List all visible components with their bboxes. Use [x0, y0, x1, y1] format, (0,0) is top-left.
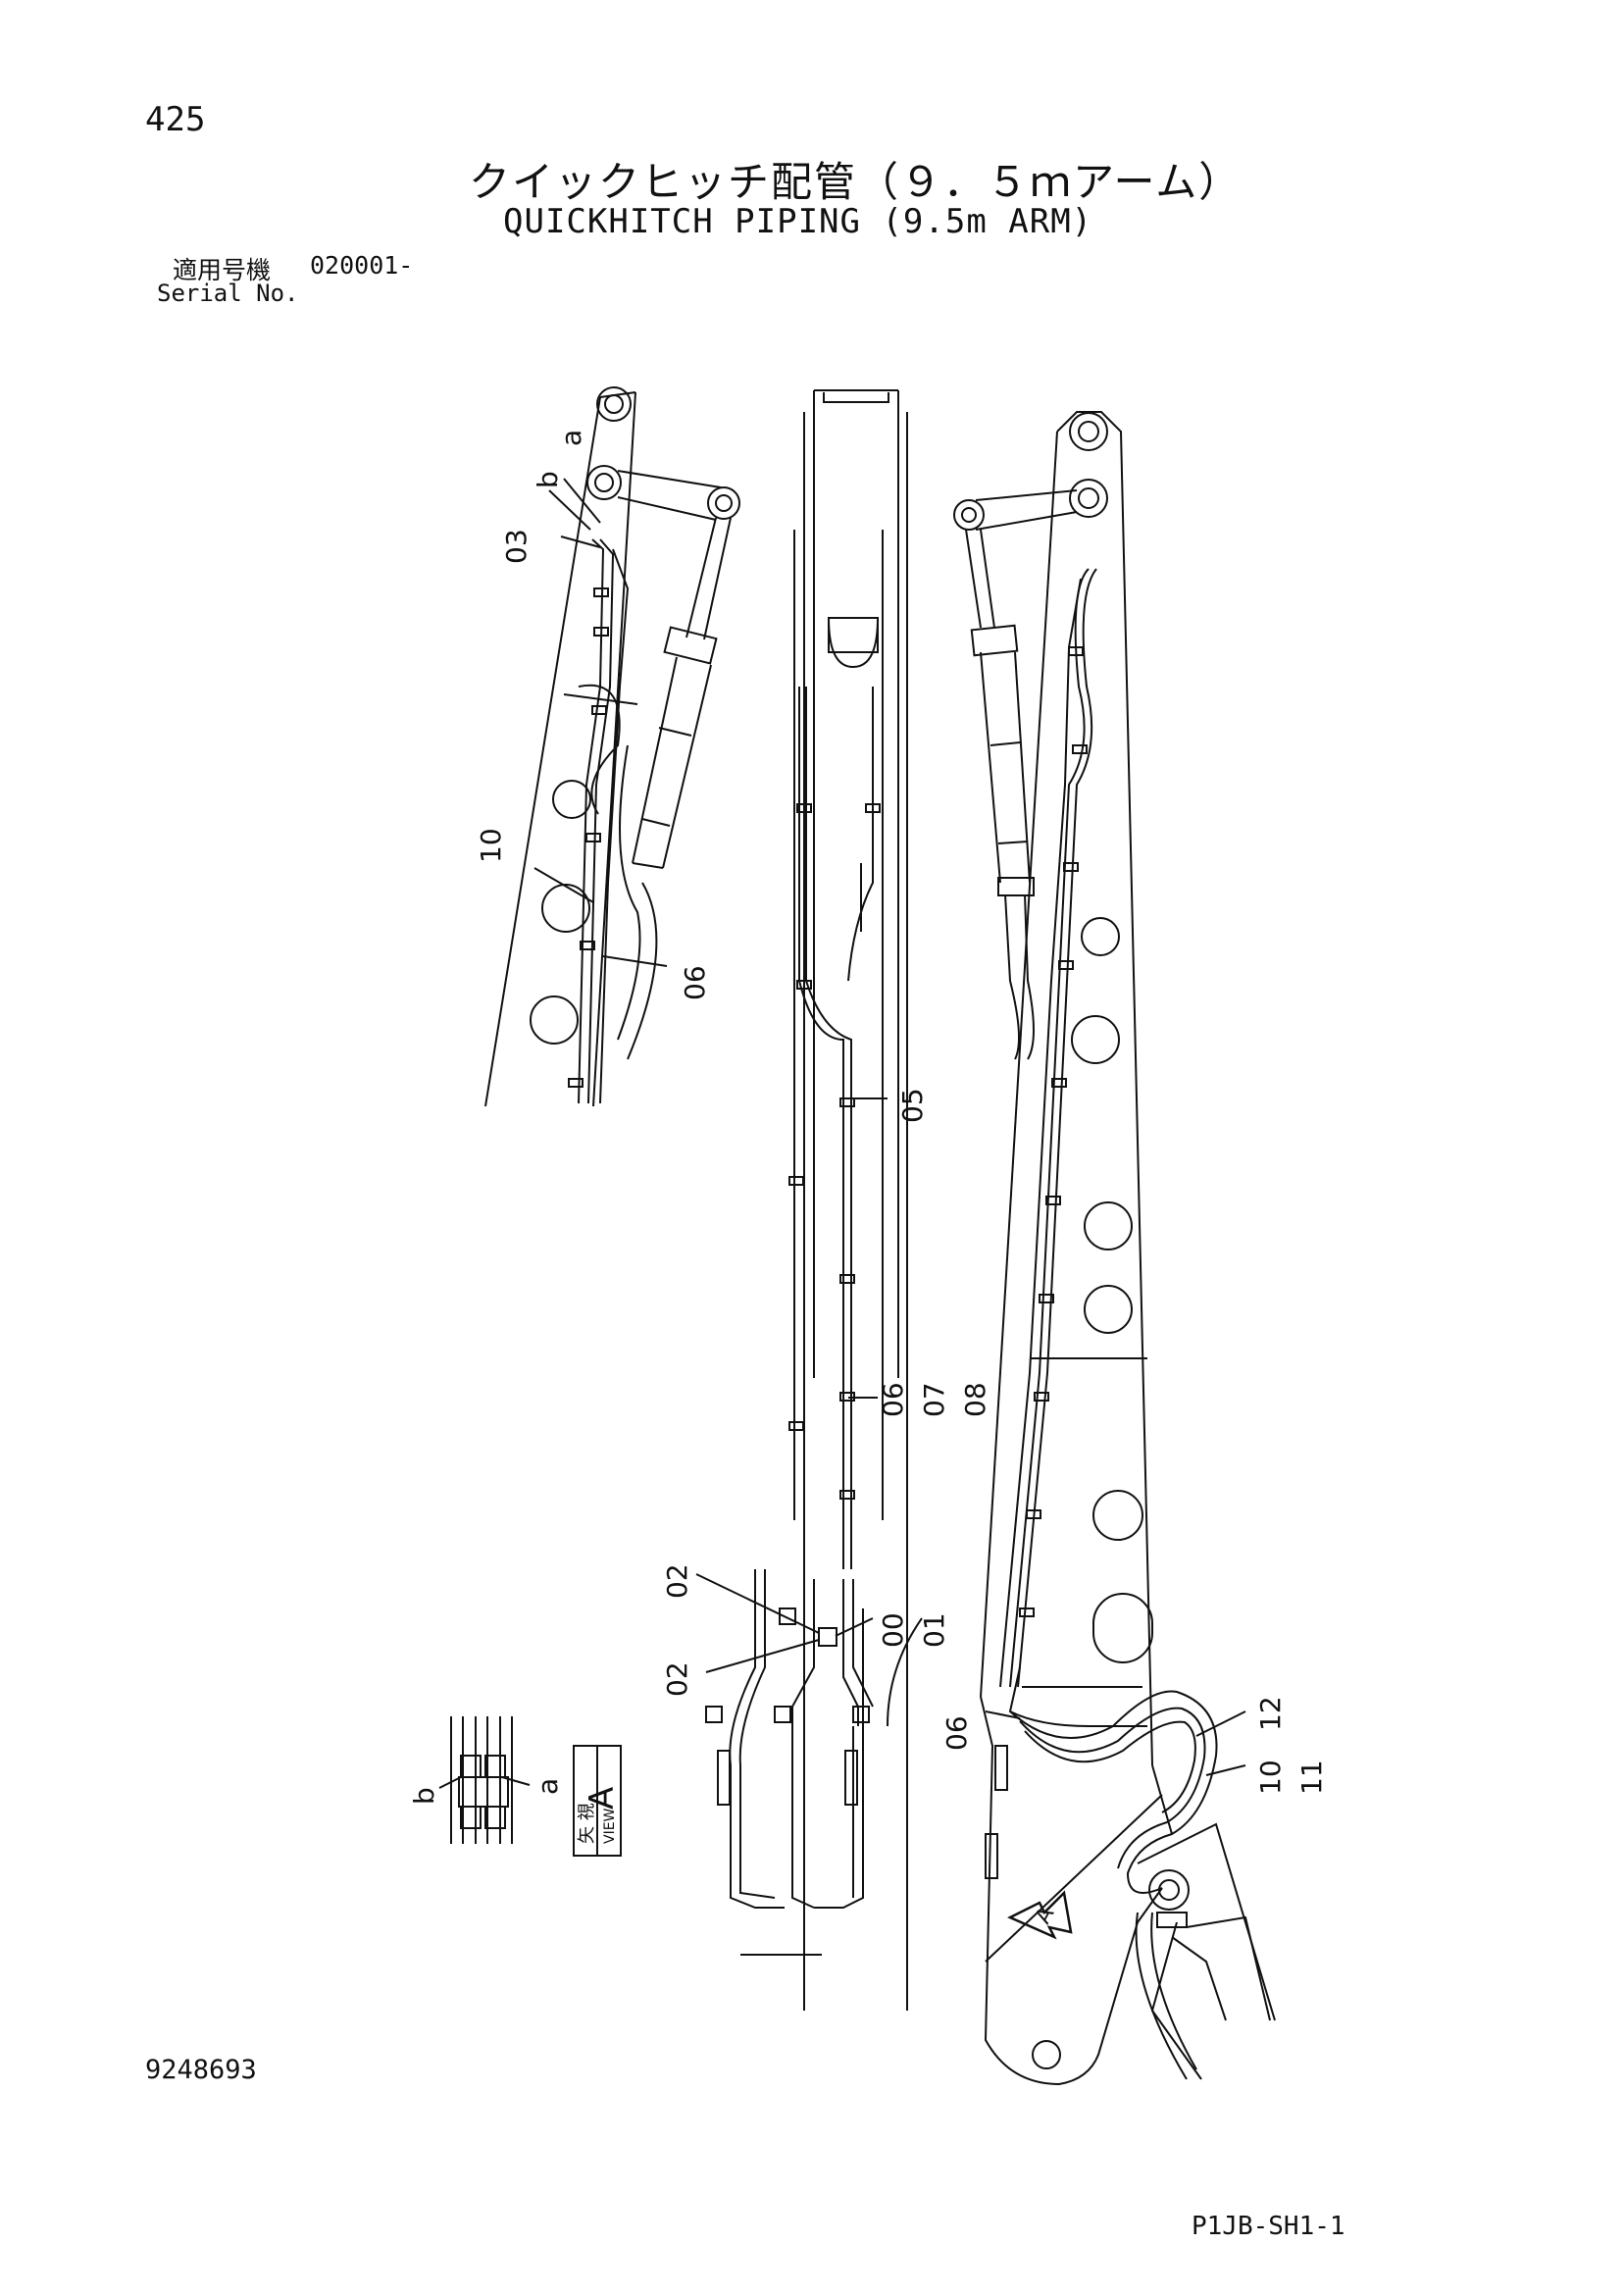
- view-box-en: VIEW: [602, 1808, 618, 1844]
- title-japanese: クイックヒッチ配管（９．５ｍアーム）: [469, 158, 1243, 206]
- serial-value: 020001-: [310, 251, 414, 280]
- callout-03: 03: [500, 529, 533, 564]
- callout-labels: a b 03 10 06 05 06 07 08 02 02 00 01 06 …: [408, 430, 1328, 1928]
- sheet-code: P1JB-SH1-1: [1192, 2212, 1345, 2241]
- callout-05: 05: [896, 1088, 929, 1123]
- callout-08-mid: 08: [959, 1382, 991, 1417]
- serial-label-english: Serial No.: [157, 280, 299, 307]
- view-a-detail: [438, 1716, 622, 1857]
- callout-01: 01: [918, 1612, 950, 1648]
- callout-02-bottom: 02: [661, 1661, 693, 1697]
- callout-12: 12: [1254, 1696, 1287, 1731]
- callout-11: 11: [1295, 1760, 1328, 1795]
- callout-06-mid: 06: [877, 1382, 909, 1417]
- title-english: QUICKHITCH PIPING (9.5m ARM): [503, 202, 1093, 241]
- left-arm-view: [484, 386, 740, 1107]
- callout-07-mid: 07: [918, 1382, 950, 1417]
- middle-arm-view: [695, 389, 923, 2011]
- callout-00: 00: [877, 1612, 909, 1648]
- callout-10-left: 10: [475, 828, 507, 863]
- view-box-jp: 矢 視: [577, 1803, 597, 1844]
- drawing-number: 9248693: [145, 2055, 257, 2085]
- callout-06-right: 06: [940, 1715, 973, 1751]
- page-number: 425: [145, 100, 206, 139]
- callout-02-top: 02: [661, 1563, 693, 1599]
- callout-10-right: 10: [1254, 1760, 1287, 1795]
- right-arm-view: [953, 411, 1276, 2086]
- callout-b-detail: b: [408, 1787, 440, 1805]
- callout-a-top: a: [555, 430, 587, 446]
- callout-06-left: 06: [679, 965, 711, 1000]
- serial-label-japanese: 適用号機: [173, 256, 272, 284]
- view-box-letter: A: [583, 1787, 622, 1810]
- view-arrow-letter: A: [1031, 1904, 1059, 1928]
- callout-a-detail: a: [532, 1778, 564, 1795]
- callout-b-top: b: [532, 471, 564, 488]
